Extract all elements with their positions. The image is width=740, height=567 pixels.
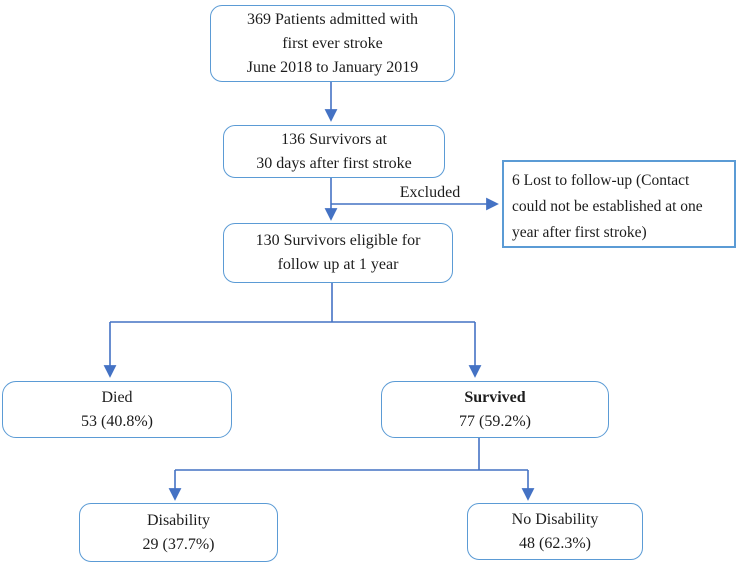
node-text-line: 30 days after first stroke bbox=[256, 154, 412, 172]
node-no-disability: No Disability 48 (62.3%) bbox=[467, 503, 643, 560]
node-eligible-followup: 130 Survivors eligible for follow up at … bbox=[223, 223, 453, 283]
node-text-line: Died bbox=[101, 388, 133, 406]
node-text-line: June 2018 to January 2019 bbox=[246, 58, 419, 76]
node-text-line: 6 Lost to follow-up (Contact bbox=[512, 172, 690, 189]
node-lost-to-followup: 6 Lost to follow-up (Contact could not b… bbox=[502, 160, 736, 248]
node-text-line: year after first stroke) bbox=[512, 224, 647, 241]
node-text-line: Disability bbox=[146, 511, 211, 529]
node-text-line: 136 Survivors at bbox=[281, 130, 387, 148]
node-survivors-30-days: 136 Survivors at 30 days after first str… bbox=[223, 125, 445, 178]
node-survived: Survived 77 (59.2%) bbox=[381, 381, 609, 438]
node-text-line: 48 (62.3%) bbox=[519, 534, 591, 552]
node-text-line: 77 (59.2%) bbox=[459, 412, 531, 430]
node-text-line: first ever stroke bbox=[282, 34, 383, 52]
node-text-line: could not be established at one bbox=[512, 198, 703, 215]
node-text-line: 369 Patients admitted with bbox=[246, 10, 419, 28]
node-text-line: 29 (37.7%) bbox=[142, 535, 215, 553]
node-text-line: 130 Survivors eligible for bbox=[255, 232, 421, 249]
node-admitted-patients: 369 Patients admitted with first ever st… bbox=[210, 5, 455, 82]
node-text-line: follow up at 1 year bbox=[277, 256, 399, 273]
node-text-line: 53 (40.8%) bbox=[81, 412, 153, 430]
node-disability: Disability 29 (37.7%) bbox=[79, 503, 278, 562]
node-died: Died 53 (40.8%) bbox=[2, 381, 232, 438]
node-text-line: No Disability bbox=[511, 510, 599, 528]
node-text-line: Survived bbox=[464, 388, 526, 406]
excluded-edge-label: Excluded bbox=[399, 184, 461, 201]
